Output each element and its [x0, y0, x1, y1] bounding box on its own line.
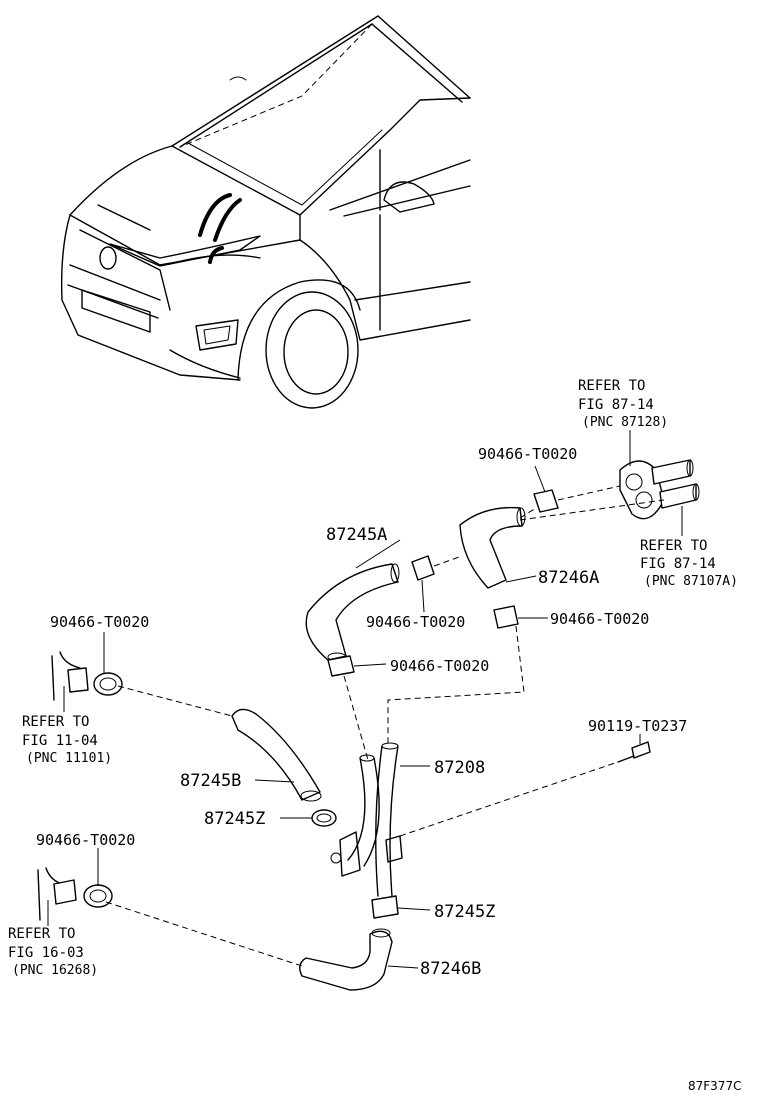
heater-core-flange — [619, 459, 700, 520]
label-87208: 87208 — [434, 758, 485, 778]
ref-87128-line2: FIG 87-14 — [578, 397, 654, 413]
label-clip-mid: 90466-T0020 — [366, 613, 465, 631]
clamp-87245z-upper — [311, 809, 337, 827]
label-clip-right: 90466-T0020 — [550, 610, 649, 628]
ref-87107a-line1: REFER TO — [640, 538, 707, 554]
label-clip-left-lower: 90466-T0020 — [36, 831, 135, 849]
engine-pipe-upper-left — [51, 651, 123, 701]
label-87246b: 87246B — [420, 959, 481, 979]
clamp-87245z-lower — [371, 895, 399, 919]
hose-87245a — [305, 563, 400, 662]
label-clip-left-upper: 90466-T0020 — [50, 613, 149, 631]
ref-16268-line2: FIG 16-03 — [8, 945, 84, 961]
ref-87128-line3: (PNC 87128) — [582, 415, 668, 430]
hose-87245b — [231, 708, 322, 802]
hose-87246a — [459, 506, 526, 589]
label-87245z-upper: 87245Z — [204, 809, 265, 829]
label-87246a: 87246A — [538, 568, 599, 588]
labels: REFER TO FIG 87-14 (PNC 87128) 90466-T00… — [8, 378, 741, 1093]
bolt-90119 — [617, 741, 651, 763]
engine-pipe-lower-left — [37, 867, 113, 921]
ref-11101-line2: FIG 11-04 — [22, 733, 98, 749]
ref-87107a-line3: (PNC 87107A) — [644, 574, 738, 589]
ref-11101-line3: (PNC 11101) — [26, 751, 112, 766]
leader-lines — [47, 430, 683, 969]
ref-16268-line1: REFER TO — [8, 926, 75, 942]
label-clip-top: 90466-T0020 — [478, 445, 577, 463]
label-87245b: 87245B — [180, 771, 241, 791]
ref-16268-line3: (PNC 16268) — [12, 963, 98, 978]
ref-87107a-line2: FIG 87-14 — [640, 556, 716, 572]
label-87245z-lower: 87245Z — [434, 902, 495, 922]
label-87245a: 87245A — [326, 525, 387, 545]
label-90119: 90119-T0237 — [588, 717, 687, 735]
water-pipe-87208 — [330, 742, 403, 897]
ref-87128-line1: REFER TO — [578, 378, 645, 394]
label-clip-hose: 90466-T0020 — [390, 657, 489, 675]
ref-11101-line1: REFER TO — [22, 714, 89, 730]
hose-87246b — [299, 928, 393, 991]
diagram-code: 87F377C — [688, 1079, 741, 1093]
hose-clip-upper-group — [327, 489, 559, 677]
vehicle-illustration — [60, 15, 471, 409]
